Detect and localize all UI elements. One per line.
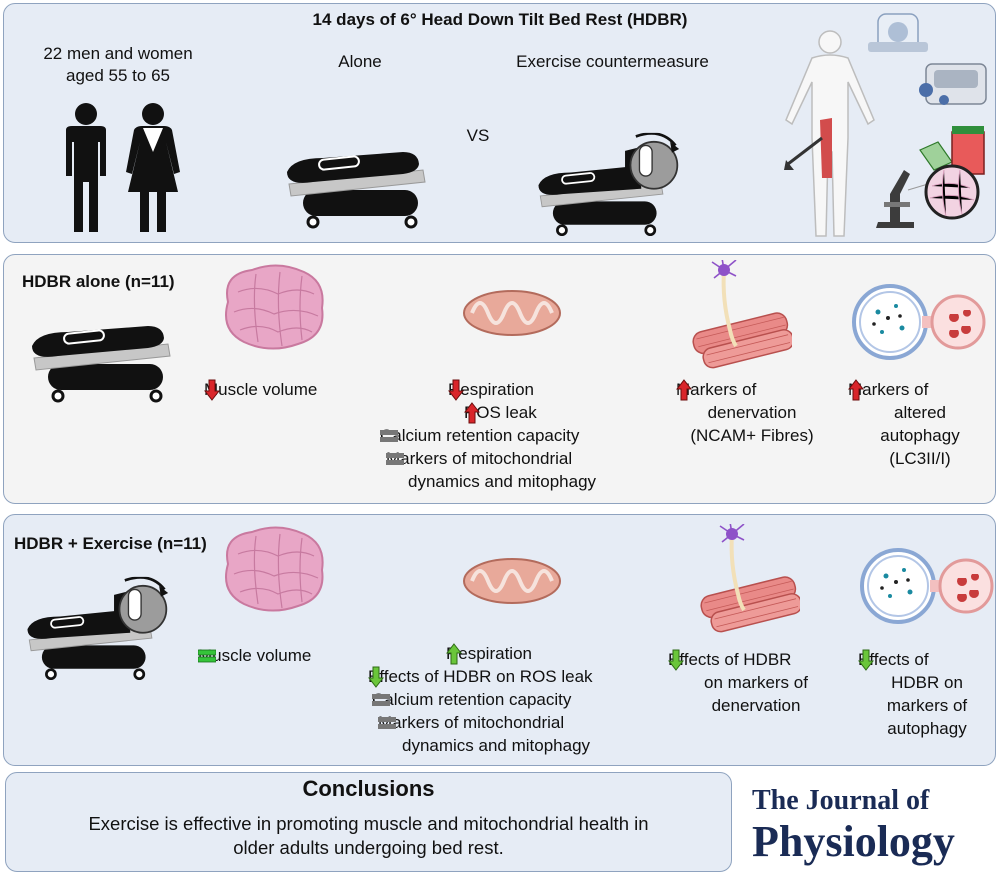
exercise-muscle-volume-label: Muscle volume <box>198 646 312 665</box>
down-red-arrow-icon <box>204 379 220 401</box>
equal-grey-icon <box>378 716 396 730</box>
exercise-autophagy-line4: autophagy <box>887 719 967 738</box>
alone-calcium: Calcium retention capacity <box>380 424 579 447</box>
alone-denervation-line3: (NCAM+ Fibres) <box>690 426 814 445</box>
exercise-autophagy-line3: markers of <box>886 696 968 715</box>
alone-ros-leak-label: ROS leak <box>464 403 537 422</box>
muscle-tissue-icon <box>218 262 328 352</box>
exercise-respiration: Respiration <box>446 642 532 665</box>
exercise-denervation-line3: denervation <box>711 696 801 715</box>
participants-text-line1: 22 men and women <box>43 44 193 63</box>
down-red-arrow-icon <box>448 379 464 401</box>
mri-scanner-icon <box>868 13 928 52</box>
equal-grey-icon <box>372 693 390 707</box>
study-title: 14 days of 6° Head Down Tilt Bed Rest (H… <box>312 10 688 29</box>
up-red-arrow-icon <box>464 402 480 424</box>
alone-denervation: Markers of <box>676 378 756 401</box>
nerve-muscle-fiber-icon <box>700 524 800 634</box>
alone-respiration-label: Respiration <box>448 380 534 399</box>
journal-name-line1: The Journal of <box>752 785 930 816</box>
human-body-icon <box>784 30 875 237</box>
up-green-arrow-icon <box>446 643 462 665</box>
alone-bed-icon <box>28 324 178 404</box>
vs-label: VS <box>466 126 490 145</box>
journal-logo: The Journal of Physiology <box>752 784 955 866</box>
alone-autophagy-label: Markers of <box>848 380 929 399</box>
exercise-ros-effect-label: Effects of HDBR on ROS leak <box>368 667 593 686</box>
conclusions-title: Conclusions <box>302 776 435 801</box>
exercise-mito-markers-line2: dynamics and mitophagy <box>402 736 591 755</box>
exercise-mito-markers-label: Markers of mitochondrial <box>378 713 565 732</box>
alone-muscle-volume-label: Muscle volume <box>204 380 318 399</box>
exercise-mito-markers: Markers of mitochondrial <box>378 711 564 734</box>
alone-mito-markers-label: Markers of mitochondrial <box>386 449 573 468</box>
exercise-denervation-line2: on markers of <box>704 673 808 692</box>
exercise-ros-effect: Effects of HDBR on ROS leak <box>368 665 593 688</box>
exercise-label: Exercise countermeasure <box>516 52 709 71</box>
alone-autophagy-line2: altered <box>894 403 946 422</box>
woman-icon <box>126 103 180 232</box>
down-green-arrow-icon <box>858 649 874 671</box>
alone-autophagy-line3: autophagy <box>880 426 960 445</box>
down-green-arrow-icon <box>668 649 684 671</box>
alone-muscle-volume: Muscle volume <box>204 378 317 401</box>
muscle-tissue-icon <box>218 524 328 614</box>
alone-calcium-label: Calcium retention capacity <box>380 426 580 445</box>
exercise-bed-icon <box>16 566 176 676</box>
exercise-muscle-volume: Muscle volume <box>198 644 311 667</box>
alone-denervation-line2: denervation <box>707 403 797 422</box>
exercise-calcium-label: Calcium retention capacity <box>372 690 572 709</box>
exercise-autophagy-line2: HDBR on <box>891 673 963 692</box>
man-icon <box>66 103 106 232</box>
autophagosome-icon <box>852 284 992 364</box>
alone-autophagy-line4: (LC3II/I) <box>889 449 951 468</box>
conclusions-text-line1: Exercise is effective in promoting muscl… <box>88 813 649 834</box>
hdbr-exercise-panel <box>3 514 996 766</box>
alone-mito-markers: Markers of mitochondrial <box>386 447 572 470</box>
alone-autophagy: Markers of <box>848 378 928 401</box>
exercise-calcium: Calcium retention capacity <box>372 688 571 711</box>
microscope-icon <box>876 164 980 228</box>
alone-denervation-label: Markers of <box>676 380 757 399</box>
down-green-arrow-icon <box>368 666 384 688</box>
exercise-respiration-label: Respiration <box>446 644 532 663</box>
equal-green-icon <box>198 649 216 663</box>
mitochondrion-icon <box>462 288 562 338</box>
autophagosome-icon <box>860 548 1000 628</box>
journal-name-line2: Physiology <box>752 817 955 866</box>
alone-ros-leak: ROS leak <box>464 401 537 424</box>
alone-respiration: Respiration <box>448 378 534 401</box>
exercise-autophagy-label: Effects of <box>858 650 929 669</box>
conclusions-text-line2: older adults undergoing bed rest. <box>233 837 504 858</box>
exercise-denervation-label: Effects of HDBR <box>668 650 792 669</box>
equal-grey-icon <box>380 429 398 443</box>
exercise-bed-icon <box>527 122 687 232</box>
alone-mito-markers-line2: dynamics and mitophagy <box>408 472 597 491</box>
bed-icon <box>283 150 433 230</box>
nerve-muscle-fiber-icon <box>692 260 792 370</box>
participants-text-line2: aged 55 to 65 <box>66 66 170 85</box>
conclusions-panel <box>5 772 732 872</box>
hdbr-alone-title: HDBR alone (n=11) <box>22 272 175 291</box>
up-red-arrow-icon <box>848 379 864 401</box>
equal-grey-icon <box>386 452 404 466</box>
lab-instrument-icon <box>919 63 987 105</box>
hdbr-exercise-title: HDBR + Exercise (n=11) <box>14 534 207 553</box>
exercise-autophagy: Effects of <box>858 648 929 671</box>
mitochondrion-icon <box>462 556 562 606</box>
alone-label: Alone <box>338 52 382 71</box>
exercise-denervation: Effects of HDBR <box>668 648 791 671</box>
up-red-arrow-icon <box>676 379 692 401</box>
